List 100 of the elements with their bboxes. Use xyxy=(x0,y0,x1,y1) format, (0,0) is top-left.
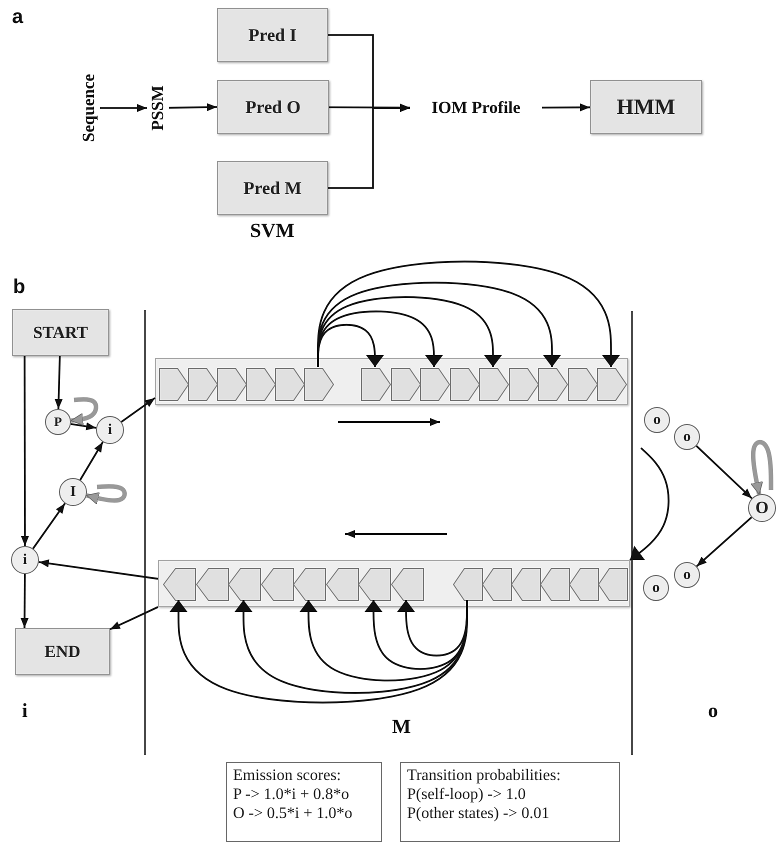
arrow xyxy=(70,422,96,430)
arrow xyxy=(38,559,158,580)
arrow xyxy=(317,324,384,367)
panel-label: b xyxy=(13,276,26,299)
state-label: o xyxy=(653,412,661,428)
state-circle xyxy=(674,562,700,588)
state-label: I xyxy=(70,484,76,500)
state-circle xyxy=(11,546,39,574)
box-label: HMM xyxy=(616,94,676,120)
chevron-shape xyxy=(390,368,420,401)
state-circle xyxy=(644,407,670,433)
chevron-shape xyxy=(568,368,598,401)
arrow xyxy=(696,445,752,500)
process-box xyxy=(217,8,328,62)
chevron-shape xyxy=(390,568,424,601)
chevron-shape xyxy=(260,568,294,601)
chevron-shape xyxy=(538,368,568,401)
region-label: o xyxy=(708,700,718,723)
arrow xyxy=(32,502,66,550)
arrow xyxy=(397,600,468,656)
chevron-shape xyxy=(358,568,391,601)
process-box xyxy=(15,628,110,675)
note-box xyxy=(400,762,620,842)
arrow xyxy=(110,606,158,630)
strand-bar xyxy=(155,358,628,405)
flow-label: IOM Profile xyxy=(410,96,542,120)
region-label: M xyxy=(392,716,411,739)
state-label: i xyxy=(22,552,28,568)
note-line: P(other states) -> 0.01 xyxy=(407,804,550,824)
chevron-shape xyxy=(304,368,334,401)
chevron-shape xyxy=(228,568,261,601)
arrow xyxy=(696,516,752,568)
state-label: o xyxy=(683,428,691,446)
chevron-shape xyxy=(479,368,509,401)
chevron-shape xyxy=(482,568,512,601)
arrow xyxy=(20,574,29,628)
chevron-shape xyxy=(163,568,196,601)
note-line: P(self-loop) -> 1.0 xyxy=(407,785,527,804)
box-label: Pred O xyxy=(245,96,301,118)
arrow xyxy=(120,397,156,423)
group-label: SVM xyxy=(250,220,294,243)
chevron-shape xyxy=(450,368,480,401)
flow-label: Sequence xyxy=(78,62,100,154)
chevron-shape xyxy=(196,568,228,601)
chevron-shape xyxy=(188,368,218,401)
note-line: Transition probabilities: xyxy=(407,766,562,786)
note-line: P -> 1.0*i + 0.8*o xyxy=(233,785,350,804)
chevron-shape xyxy=(275,368,305,401)
note-box xyxy=(226,762,382,842)
arrow xyxy=(20,356,29,546)
chevron-shape xyxy=(217,368,247,401)
state-label: o xyxy=(652,580,660,596)
state-circle xyxy=(96,416,124,444)
panel-label: a xyxy=(12,6,24,29)
state-circle xyxy=(748,494,776,522)
arrow xyxy=(317,282,561,367)
chevron-shape xyxy=(246,368,276,401)
region-label: i xyxy=(22,700,28,723)
chevron-shape xyxy=(540,568,570,601)
chevron-shape xyxy=(569,568,599,601)
chevron-shape xyxy=(420,368,450,401)
box-label: END xyxy=(44,642,80,662)
arrow xyxy=(364,600,468,670)
state-label: O xyxy=(755,498,769,518)
chevron-shape xyxy=(361,368,391,401)
chevron-shape xyxy=(326,568,358,601)
chevron-shape xyxy=(508,368,538,401)
state-circle xyxy=(643,575,669,601)
state-label: o xyxy=(683,566,691,584)
box-label: Pred I xyxy=(248,24,297,46)
self-loop-arrow xyxy=(70,397,98,426)
box-label: Pred M xyxy=(243,178,302,198)
chevron-shape xyxy=(598,568,628,601)
arrow xyxy=(168,103,218,112)
arrow xyxy=(234,600,468,694)
state-circle xyxy=(59,478,87,506)
chevron-shape xyxy=(597,368,627,401)
state-label: i xyxy=(108,422,112,438)
box-label: START xyxy=(33,322,88,342)
self-loop-arrow xyxy=(750,440,774,495)
state-label: P xyxy=(54,414,62,430)
strand-bar xyxy=(158,560,630,607)
process-box xyxy=(217,80,329,134)
arrow xyxy=(317,260,620,367)
process-box xyxy=(12,309,109,356)
arrow xyxy=(542,103,590,112)
arrow xyxy=(300,600,468,682)
process-box xyxy=(217,161,328,215)
process-box xyxy=(590,80,702,134)
chevron-shape xyxy=(293,568,326,601)
arrow xyxy=(170,600,468,704)
state-circle xyxy=(45,409,71,435)
note-line: Emission scores: xyxy=(233,766,342,786)
arrow xyxy=(629,447,670,561)
arrow xyxy=(317,310,443,367)
arrow xyxy=(317,296,502,367)
state-circle xyxy=(674,424,700,450)
chevron-shape xyxy=(453,568,483,601)
self-loop-arrow xyxy=(86,484,127,505)
arrow xyxy=(79,442,104,480)
